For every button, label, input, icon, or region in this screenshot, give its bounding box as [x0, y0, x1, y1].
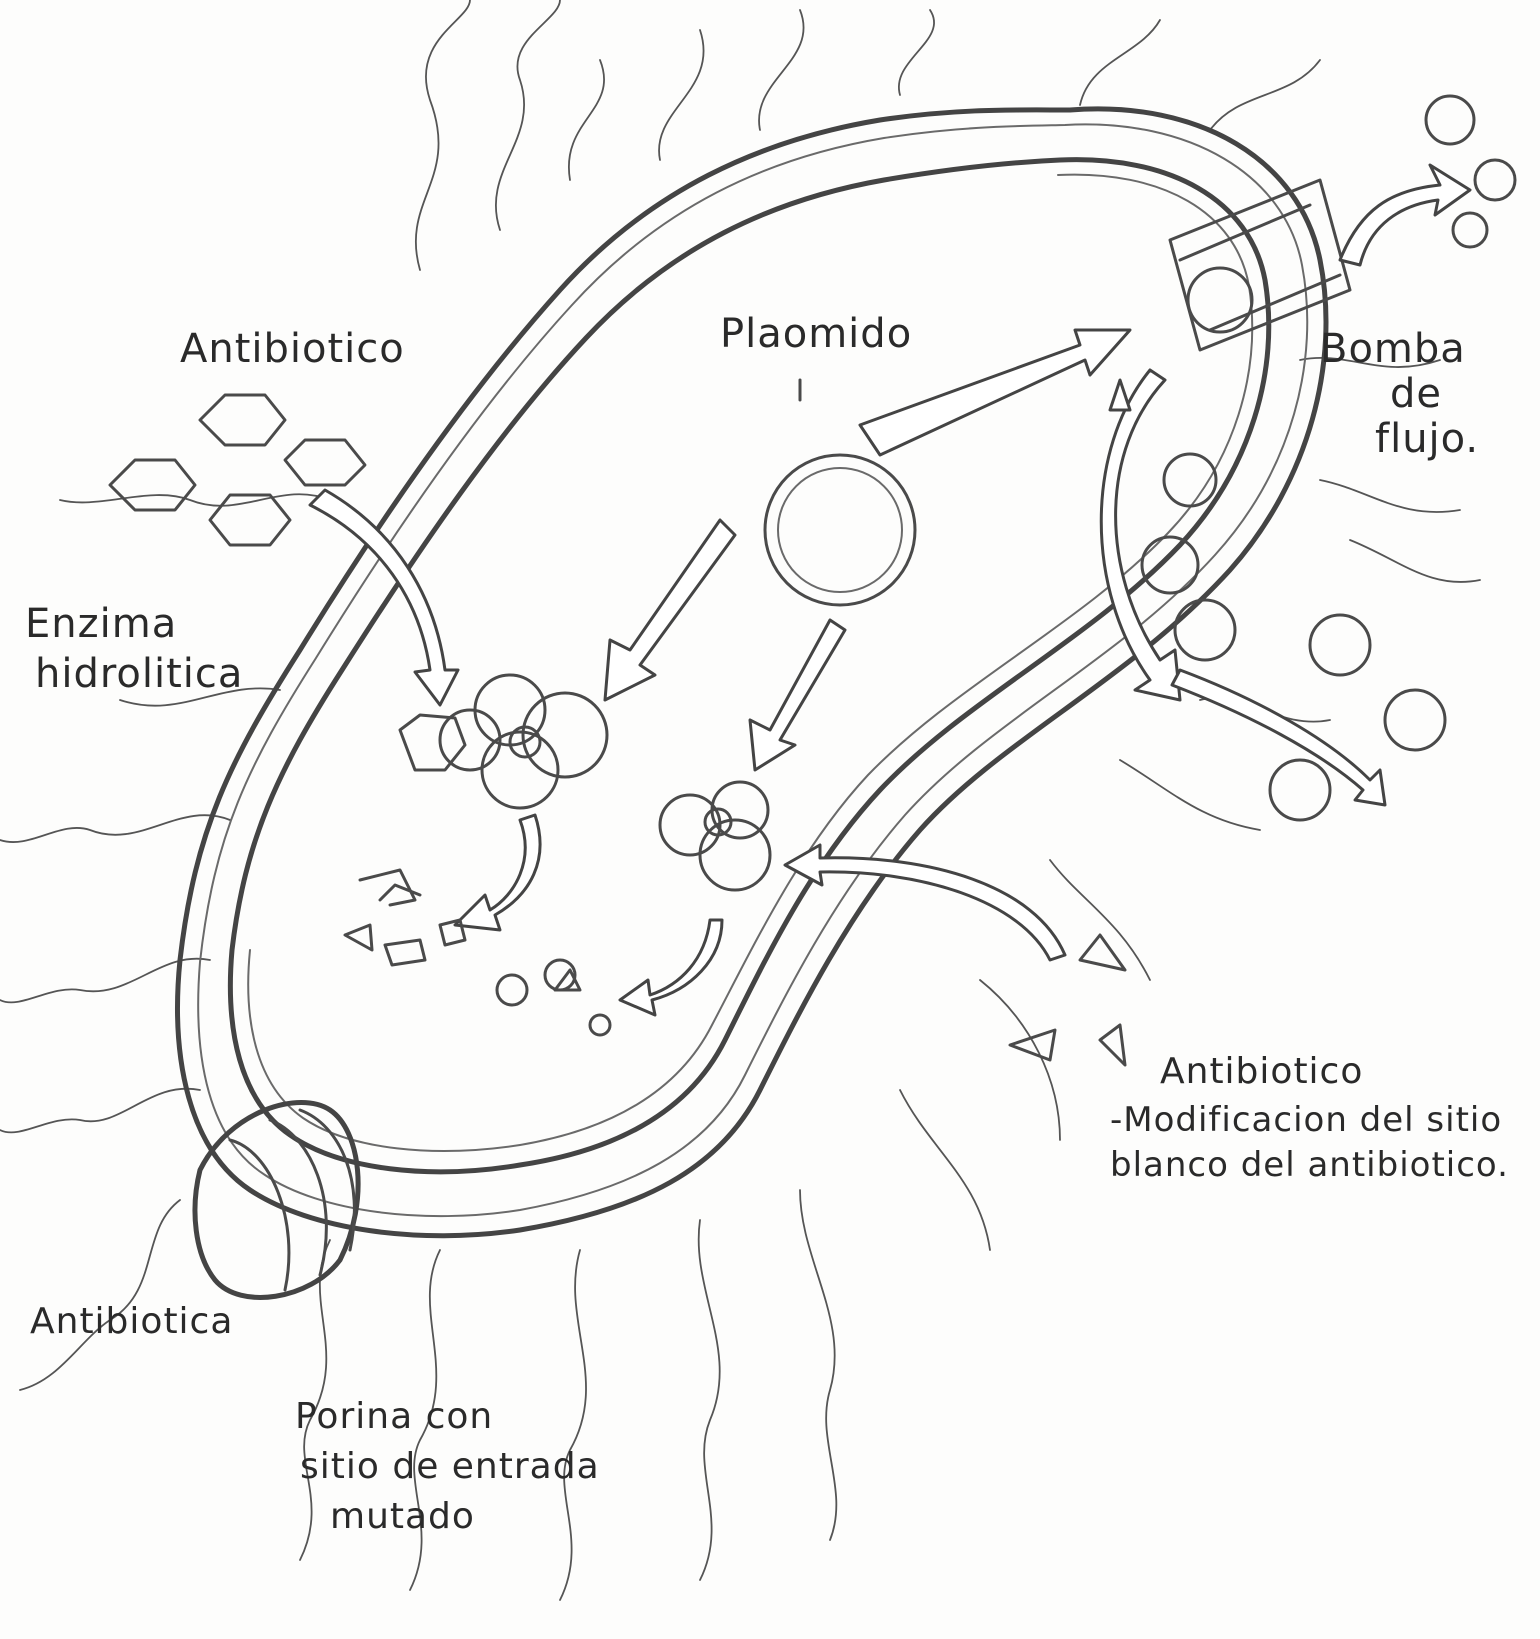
porin	[195, 1103, 358, 1298]
label-antibiotico-top: Antibiotico	[180, 325, 405, 373]
label-flujo: flujo.	[1375, 415, 1479, 463]
label-antibiotico-right: Antibiotico	[1160, 1050, 1363, 1093]
label-porina-1: Porina con	[295, 1395, 493, 1438]
label-bomba: Bomba	[1320, 325, 1466, 373]
degraded-fragments	[345, 870, 465, 965]
expelled-molecules	[1142, 454, 1445, 820]
antibiotic-triangles	[785, 845, 1125, 1065]
hydrolytic-enzyme	[400, 675, 607, 930]
label-hidrolitica: hidrolitica	[35, 650, 243, 698]
label-porina-2: sitio de entrada	[300, 1445, 600, 1488]
label-plasmido: Plaomido	[720, 310, 912, 358]
flagella	[0, 0, 1480, 1600]
label-porina-3: mutado	[330, 1495, 475, 1538]
label-modificacion-1: -Modificacion del sitio	[1110, 1100, 1502, 1141]
label-de: de	[1390, 370, 1442, 418]
label-modificacion-2: blanco del antibiotico.	[1110, 1145, 1509, 1186]
plasmid-arrows	[605, 330, 1180, 770]
label-enzima: Enzima	[25, 600, 177, 648]
label-antibiotico-bottom: Antibiotica	[30, 1300, 233, 1343]
